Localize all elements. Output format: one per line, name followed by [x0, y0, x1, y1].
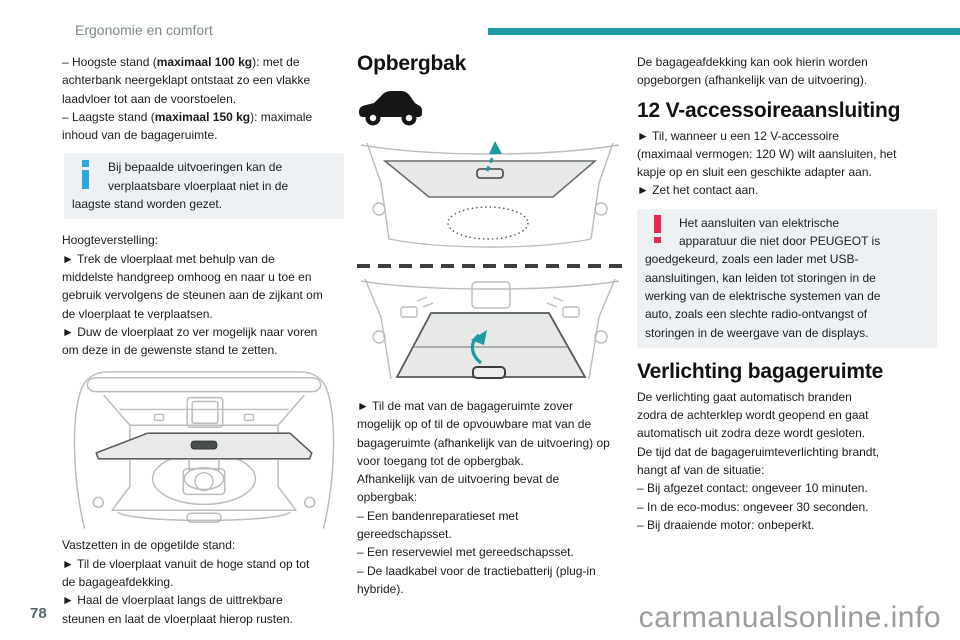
step-item: ► Til de vloerplaat vanuit de hoge stand…	[62, 556, 310, 590]
column-1: – Hoogste stand (maximaal 100 kg): met d…	[62, 53, 347, 628]
info-box: Bij bepaalde uitvoeringen kan de verplaa…	[64, 153, 344, 220]
dash-item: – Bij draaiende motor: onbeperkt.	[637, 517, 815, 532]
paragraph: De verlichting gaat automatisch branden …	[637, 389, 880, 478]
step-item: ► Haal de vloerplaat langs de uittrekbar…	[62, 593, 293, 626]
info-box-text: Bij bepaalde uitvoeringen kan de verplaa…	[72, 160, 289, 212]
step-item: ► Zet het contact aan.	[637, 183, 759, 198]
accent-bar	[488, 28, 960, 35]
step-item: ► Trek de vloerplaat met behulp van de m…	[62, 251, 323, 321]
column-3: De bagageafdekking kan ook hierin worden…	[637, 53, 947, 534]
storage-compartment-illustration	[357, 141, 623, 380]
car-side-icon	[359, 91, 422, 126]
dash-item: – De laadkabel voor de tractiebatterij (…	[357, 563, 596, 596]
section-heading-12v: 12 V-accessoireaansluiting	[637, 98, 901, 122]
trunk-raised-floor-illustration	[73, 371, 335, 530]
dash-item: – Bij afgezet contact: ongeveer 10 minut…	[637, 481, 868, 496]
section-heading-opbergbak: Opbergbak	[357, 52, 467, 75]
running-header: Ergonomie en comfort	[75, 22, 213, 38]
dash-item: – Hoogste stand (maximaal 100 kg): met d…	[62, 55, 311, 106]
warning-box: Het aansluiten van elektrische apparatuu…	[637, 208, 937, 348]
dash-item: – Laagste stand (maximaal 150 kg): maxim…	[62, 109, 313, 143]
page-number: 78	[30, 605, 47, 622]
step-item: ► Duw de vloerplaat zo ver mogelijk naar…	[62, 324, 318, 358]
dash-item: – In de eco-modus: ongeveer 30 seconden.	[637, 499, 869, 514]
paragraph: De bagageafdekking kan ook hierin worden…	[637, 55, 868, 88]
dash-item: – Een bandenreparatieset met gereedschap…	[357, 508, 519, 542]
watermark: carmanualsonline.info	[638, 601, 941, 634]
paragraph: Afhankelijk van de uitvoering bevat de o…	[357, 472, 560, 505]
subheading: Vastzetten in de opgetilde stand:	[62, 538, 236, 553]
column-2: Opbergbak	[357, 52, 633, 598]
section-heading-verlichting: Verlichting bagageruimte	[637, 359, 884, 383]
dash-item: – Een reservewiel met gereedschapsset.	[357, 545, 574, 560]
info-icon	[72, 158, 108, 190]
step-item: ► Til de mat van de bagageruimte zover m…	[357, 399, 610, 468]
step-item: ► Til, wanneer u een 12 V-accessoire (ma…	[637, 128, 897, 180]
subheading: Hoogteverstelling:	[62, 233, 159, 248]
warning-box-text: Het aansluiten van elektrische apparatuu…	[645, 215, 881, 340]
warning-icon	[645, 214, 679, 244]
